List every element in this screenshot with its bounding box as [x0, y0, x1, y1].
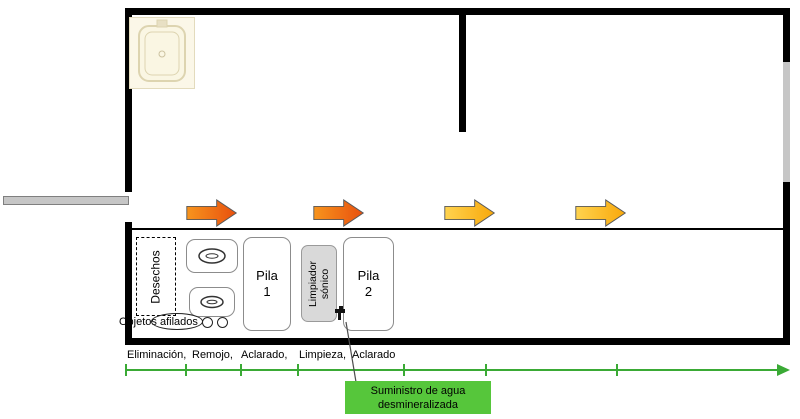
dispenser-1: [186, 239, 238, 273]
pila-2-label-line2: 2: [364, 284, 373, 299]
pila-1-label-line2: 1: [263, 284, 271, 299]
timeline-tick: [616, 364, 618, 376]
waste-box: Desechos: [136, 237, 176, 316]
callout-line: [345, 321, 357, 383]
timeline-tick: [297, 364, 299, 376]
phase-label: Aclarado,: [241, 349, 288, 361]
phase-label: Limpieza,: [299, 349, 347, 361]
waste-label: Desechos: [149, 249, 163, 304]
soap-oval-icon: [198, 248, 226, 264]
open-door-leaf: [3, 196, 129, 205]
phase-label: Aclarado: [352, 349, 396, 361]
soap-oval-icon: [200, 295, 224, 309]
timeline-tick: [185, 364, 187, 376]
timeline-arrowhead-icon: [777, 364, 790, 376]
flow-arrow-icon: [186, 199, 238, 227]
flow-arrow-icon: [313, 199, 365, 227]
left-wall-upper: [125, 8, 132, 192]
flow-arrow-icon: [575, 199, 627, 227]
timeline-tick: [485, 364, 487, 376]
sharps-ellipse: [151, 313, 203, 330]
left-wall-lower: [125, 222, 132, 345]
water-supply-callout: Suministro de agua desmineralizada: [345, 381, 491, 414]
sonic-label-line2: sónico: [319, 268, 332, 299]
bottom-wall: [125, 338, 790, 345]
timeline-tick: [403, 364, 405, 376]
water-supply-line1: Suministro de agua: [370, 384, 466, 397]
timeline-tick: [125, 364, 127, 376]
pila-1-box: Pila 1: [243, 237, 291, 331]
sink-icon: [129, 17, 195, 89]
counter-front-line: [132, 228, 783, 230]
phase-label: Remojo,: [192, 349, 233, 361]
sonic-label-line1: Limpiador: [307, 260, 320, 307]
interior-wall: [459, 8, 466, 132]
flow-arrow-icon: [444, 199, 496, 227]
sonic-cleaner-box: Limpiador sónico: [301, 245, 337, 322]
phase-label: Eliminación,: [127, 349, 187, 361]
timeline-tick: [240, 364, 242, 376]
top-wall: [125, 8, 790, 15]
pila-2-box: Pila 2: [343, 237, 394, 331]
dispenser-2: [189, 287, 235, 317]
sonic-cleaner-label: Limpiador sónico: [307, 260, 331, 306]
water-supply-line2: desmineralizada: [377, 398, 459, 411]
timeline-line: [125, 369, 777, 371]
sharps-circle: [217, 317, 228, 328]
pila-1-label-line1: Pila: [256, 268, 278, 283]
sharps-circle: [202, 317, 213, 328]
right-wall-window: [783, 62, 790, 182]
pila-2-label-line1: Pila: [357, 268, 380, 283]
faucet-icon: [335, 306, 345, 320]
